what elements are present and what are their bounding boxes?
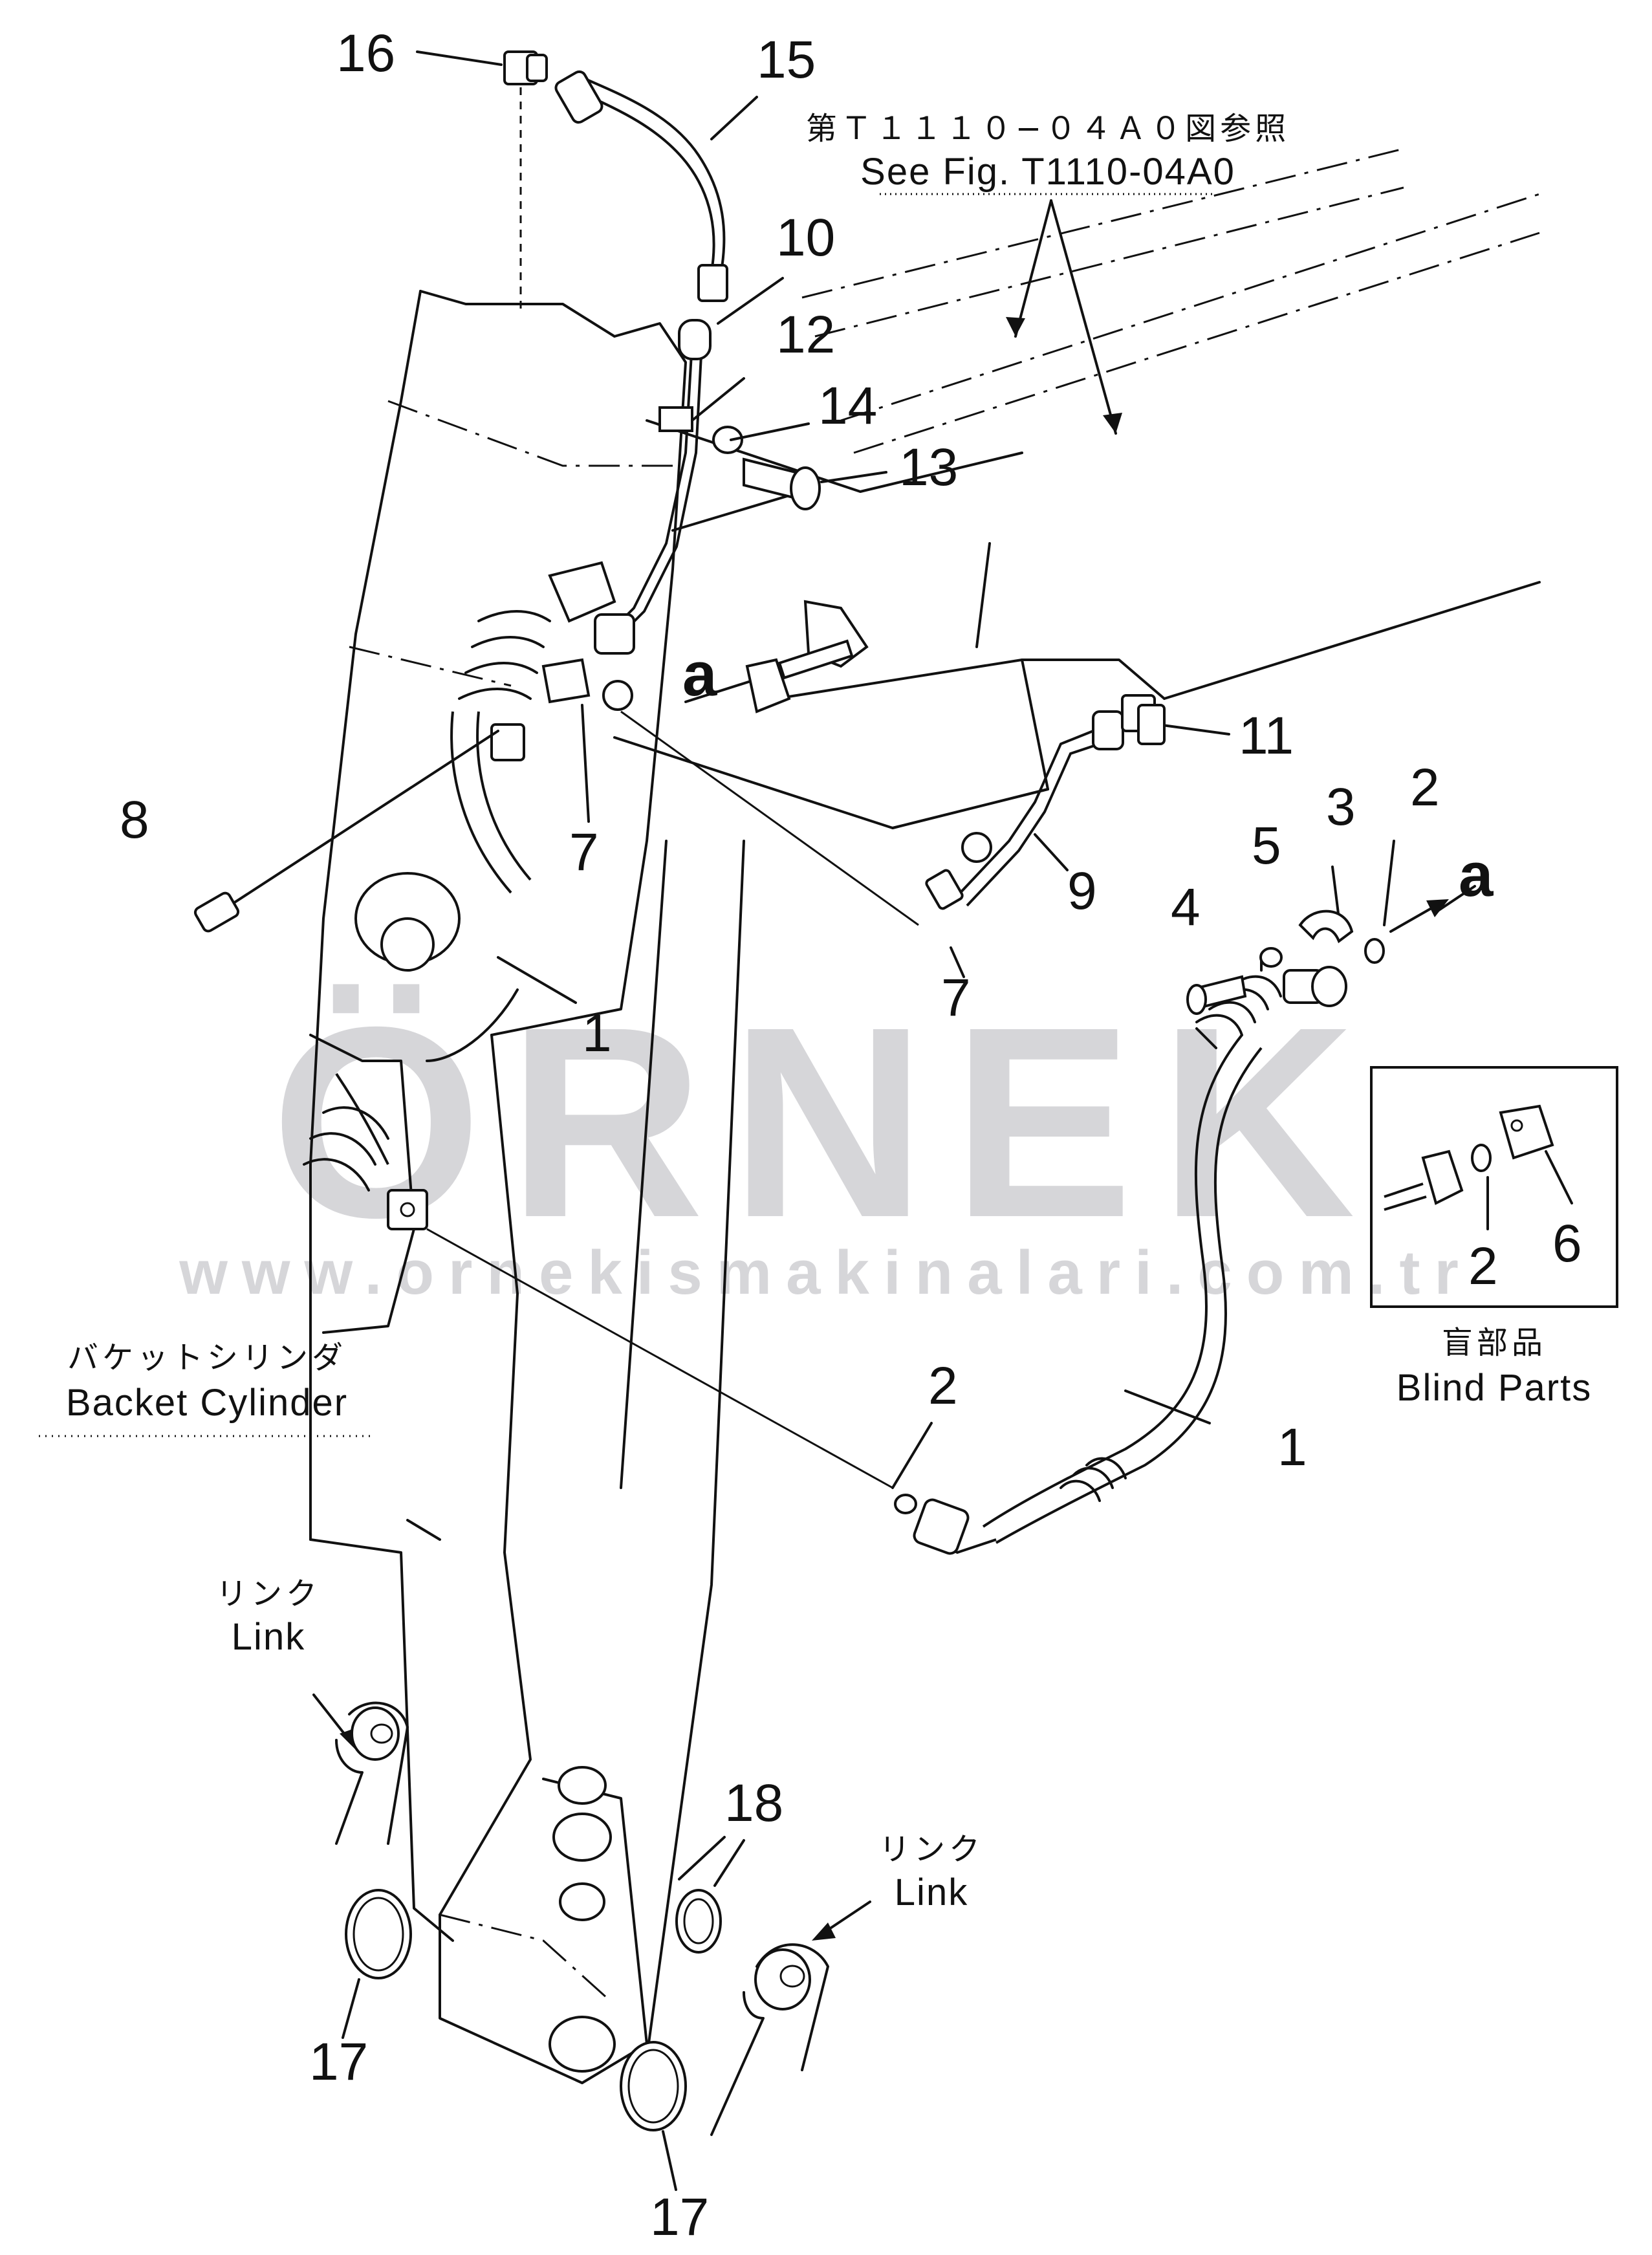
upper-fittings: [450, 561, 633, 894]
blind-parts-label-jp: 盲部品: [1442, 1325, 1547, 1361]
callout-2-lower: 2: [928, 1356, 958, 1415]
callout-6: 6: [1552, 1214, 1582, 1273]
callout-1-upper: 1: [582, 1004, 612, 1063]
callout-2-inset: 2: [1468, 1237, 1498, 1296]
callout-18: 18: [724, 1774, 783, 1833]
split-flange-set: [1186, 910, 1385, 1015]
hose-1: [913, 966, 1347, 1555]
bucket-cylinder-label-en: Backet Cylinder: [66, 1382, 348, 1424]
small-parts: [193, 891, 917, 2131]
blind-parts-box: [1370, 1066, 1618, 1308]
watermark-brand: ÖRNEK: [271, 971, 1382, 1274]
callout-5: 5: [1252, 816, 1281, 875]
component-labels: バケットシリンダ Backet Cylinder リンク Link リンク Li…: [39, 1340, 984, 1913]
link-label-1-en: Link: [232, 1616, 305, 1658]
callout-16: 16: [336, 24, 395, 83]
callout-9: 9: [1067, 862, 1097, 921]
watermark-url: www.ornekismakinalari.com.tr: [179, 1238, 1473, 1307]
callout-13: 13: [899, 438, 958, 497]
callout-7-upper: 7: [569, 823, 599, 882]
callout-11: 11: [1239, 706, 1294, 765]
callout-leaders: [342, 1836, 745, 2191]
markers: a a: [682, 640, 1494, 910]
pipe-10: [594, 319, 821, 655]
callout-10: 10: [776, 208, 835, 267]
reference-label: 第Ｔ１１１０−０４Ａ０図参照 See Fig. T1110-04A0: [806, 111, 1290, 195]
callout-7-lower: 7: [941, 968, 971, 1027]
callout-17-left: 17: [309, 2032, 368, 2091]
callout-15: 15: [757, 30, 816, 89]
callout-8: 8: [120, 790, 149, 849]
reference-label-en: See Fig. T1110-04A0: [860, 151, 1235, 193]
reference-label-jp: 第Ｔ１１１０−０４Ａ０図参照: [806, 111, 1290, 147]
callout-14: 14: [818, 376, 877, 435]
callout-4: 4: [1171, 878, 1201, 937]
pipe-9: [925, 694, 1166, 910]
bucket-cylinder-label-jp: バケットシリンダ: [67, 1340, 347, 1376]
marker-a-upper: a: [682, 640, 717, 709]
callouts: 16 15 10 12 14 13 11 8 7 7 9 4 5 3 2 1 2…: [120, 24, 1440, 2247]
leader-lines: [228, 50, 1476, 1489]
links: [335, 1701, 829, 2136]
marker-a-right: a: [1459, 840, 1494, 910]
watermark: ÖRNEK www.ornekismakinalari.com.tr: [179, 971, 1473, 1307]
link-label-1-jp: リンク: [216, 1576, 321, 1612]
bucket-cylinder: [303, 1034, 428, 1334]
link-label-2-jp: リンク: [879, 1831, 984, 1868]
boom-arm-outline: [613, 147, 1541, 2058]
callout-3: 3: [1326, 778, 1356, 836]
callout-12: 12: [776, 305, 835, 364]
blind-parts-inset: 2 6 盲部品 Blind Parts: [1370, 1066, 1618, 1409]
blind-parts-label-en: Blind Parts: [1397, 1367, 1592, 1409]
flange-block: [745, 600, 869, 714]
callout-2-upper: 2: [1410, 758, 1440, 817]
link-label-2-en: Link: [895, 1871, 968, 1913]
callout-17-bottom: 17: [650, 2188, 709, 2247]
arm: [309, 290, 687, 2084]
hose-15: [503, 50, 728, 310]
callout-1-lower: 1: [1277, 1418, 1307, 1477]
